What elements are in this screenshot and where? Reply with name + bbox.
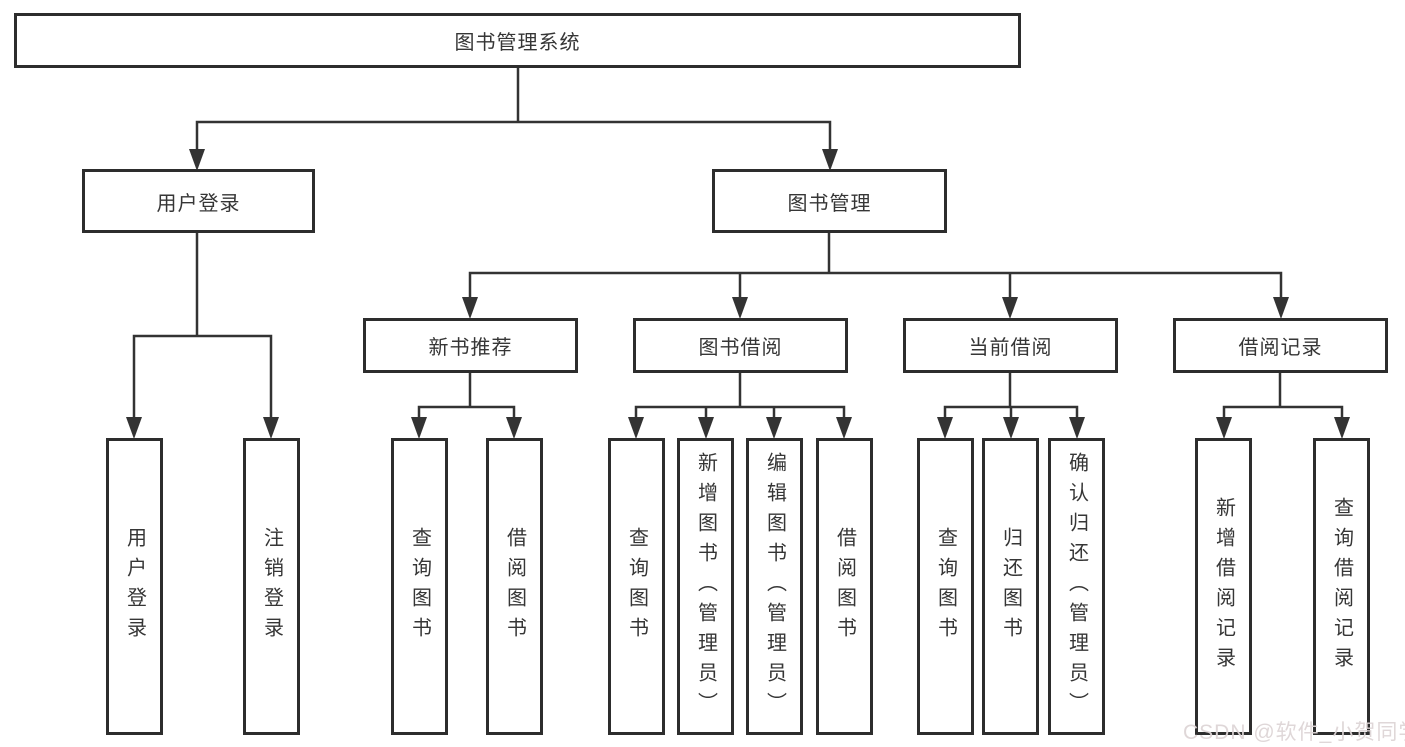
leaf-add-book-admin: 新增图书（管理员）: [677, 438, 734, 735]
leaf-query-books-recommend: 查询图书: [391, 438, 448, 735]
node-current-borrowing-label: 当前借阅: [968, 337, 1053, 359]
leaf-query-books-borrowing-label: 查询图书: [625, 526, 648, 647]
node-book-management-branch: 图书管理: [712, 169, 947, 233]
leaf-query-books-current: 查询图书: [917, 438, 974, 735]
leaf-return-books: 归还图书: [982, 438, 1039, 735]
csdn-watermark: CSDN @软件_小贺同学: [1183, 721, 1405, 744]
leaf-query-borrow-record: 查询借阅记录: [1313, 438, 1370, 735]
node-book-borrowing: 图书借阅: [633, 318, 848, 373]
leaf-add-borrow-record-label: 新增借阅记录: [1212, 496, 1235, 677]
leaf-borrow-books-recommend-label: 借阅图书: [503, 526, 526, 647]
leaf-logout-label: 注销登录: [260, 526, 283, 647]
leaf-confirm-return-admin: 确认归还（管理员）: [1048, 438, 1105, 735]
leaf-return-books-label: 归还图书: [999, 526, 1022, 647]
leaf-logout: 注销登录: [243, 438, 300, 735]
leaf-borrow-books-borrowing: 借阅图书: [816, 438, 873, 735]
leaf-borrow-books-borrowing-label: 借阅图书: [833, 526, 856, 647]
node-book-management-branch-label: 图书管理: [787, 192, 872, 215]
node-user-login-branch-label: 用户登录: [156, 192, 241, 215]
leaf-confirm-return-admin-label: 确认归还（管理员）: [1065, 451, 1088, 722]
leaf-query-borrow-record-label: 查询借阅记录: [1330, 496, 1353, 677]
leaf-query-books-recommend-label: 查询图书: [408, 526, 431, 647]
node-current-borrowing: 当前借阅: [903, 318, 1118, 373]
leaf-user-login-label: 用户登录: [123, 526, 146, 647]
leaf-edit-book-admin: 编辑图书（管理员）: [746, 438, 803, 735]
node-user-login-branch: 用户登录: [82, 169, 315, 233]
leaf-borrow-books-recommend: 借阅图书: [486, 438, 543, 735]
leaf-query-books-current-label: 查询图书: [934, 526, 957, 647]
node-borrowing-records-label: 借阅记录: [1238, 337, 1323, 359]
node-new-book-recommend: 新书推荐: [363, 318, 578, 373]
node-borrowing-records: 借阅记录: [1173, 318, 1388, 373]
leaf-add-borrow-record: 新增借阅记录: [1195, 438, 1252, 735]
node-library-system-label: 图书管理系统: [454, 32, 581, 54]
node-book-borrowing-label: 图书借阅: [698, 337, 783, 359]
leaf-query-books-borrowing: 查询图书: [608, 438, 665, 735]
leaf-add-book-admin-label: 新增图书（管理员）: [694, 451, 717, 722]
leaf-edit-book-admin-label: 编辑图书（管理员）: [763, 451, 786, 722]
node-library-system: 图书管理系统: [14, 13, 1021, 68]
leaf-user-login: 用户登录: [106, 438, 163, 735]
node-new-book-recommend-label: 新书推荐: [428, 337, 513, 359]
